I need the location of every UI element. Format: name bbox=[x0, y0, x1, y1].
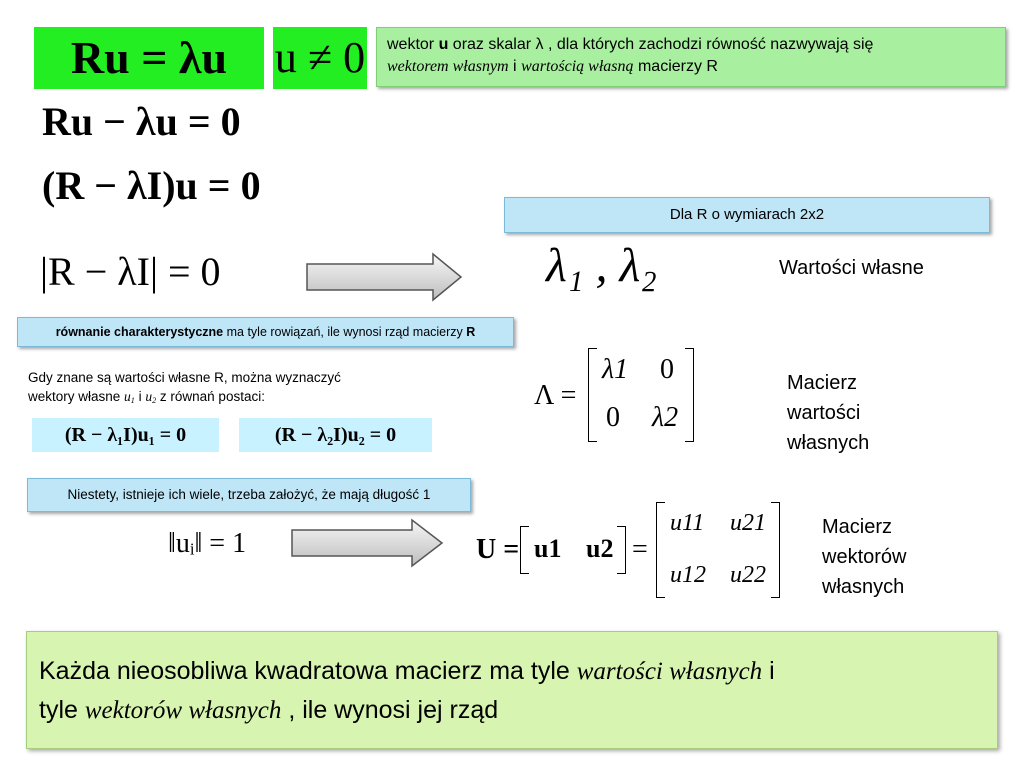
conclusion-text-1: Każda nieosobliwa kwadratowa macierz ma … bbox=[39, 657, 577, 685]
nonzero-condition-box: u ≠ 0 bbox=[273, 27, 367, 89]
characteristic-equation-text: |R − λI| = 0 bbox=[40, 249, 221, 294]
definition-text-2: oraz skalar λ , dla których zachodzi rów… bbox=[448, 36, 874, 53]
definition-text-1: wektor bbox=[387, 36, 439, 53]
u-matrix-label-line: własnych bbox=[822, 576, 905, 598]
u2-symbol: u bbox=[145, 389, 153, 404]
eigenvector-intro-text: Gdy znane są wartości własne R, można wy… bbox=[28, 368, 408, 410]
definition-callout: wektor u oraz skalar λ , dla których zac… bbox=[376, 27, 1006, 87]
lambda-matrix-label-line: wartości bbox=[787, 402, 861, 424]
eigenvalues-label: Wartości własne bbox=[779, 257, 924, 279]
characteristic-callout-text: ma tyle rowiązań, ile wynosi rząd macier… bbox=[223, 325, 467, 339]
characteristic-callout: równanie charakterystyczne ma tyle rowią… bbox=[17, 317, 514, 347]
eigenvector-intro-line2: wektory własne bbox=[28, 389, 125, 404]
right-arrow-icon bbox=[305, 252, 465, 302]
dimension-text: Dla R o wymiarach 2x2 bbox=[669, 206, 825, 223]
u-matrix-label: Macierz wektorów własnych bbox=[822, 512, 906, 602]
conclusion-box: Każda nieosobliwa kwadratowa macierz ma … bbox=[26, 631, 998, 749]
lambda-matrix-cell: λ2 bbox=[652, 402, 679, 433]
u-matrix: u11 u21 u12 u22 bbox=[656, 502, 780, 598]
lambda-matrix-cell: 0 bbox=[606, 402, 620, 433]
lambda-matrix-label-line: Macierz bbox=[787, 372, 858, 394]
u2-subscript: 2 bbox=[152, 396, 157, 406]
u-matrix-cell: u21 bbox=[730, 510, 766, 536]
characteristic-equation: |R − λI| = 0 bbox=[40, 248, 221, 295]
bracket-left bbox=[588, 348, 597, 442]
u1-symbol: u bbox=[124, 389, 131, 404]
eigenvector-equation-2: (R − λ₂I)u₂ = 0 bbox=[239, 418, 432, 452]
unit-length-callout: Niestety, istnieje ich wiele, trzeba zał… bbox=[27, 478, 471, 512]
conclusion-eigenvectors-term: wektorów własnych bbox=[84, 697, 282, 724]
lambda-matrix-label-line: własnych bbox=[787, 432, 870, 454]
u-matrix-label-line: Macierz bbox=[822, 516, 893, 538]
u-matrix-cell: u22 bbox=[730, 562, 766, 588]
nonzero-condition: u ≠ 0 bbox=[274, 33, 366, 82]
u-matrix-cell: u11 bbox=[670, 510, 705, 536]
norm-equation: ‖uᵢ‖ = 1 bbox=[168, 528, 247, 559]
u-matrix-equals: = bbox=[632, 534, 648, 565]
u-column: u2 bbox=[586, 534, 614, 563]
definition-vector-u: u bbox=[438, 36, 449, 53]
conclusion-eigenvalues-term: wartości własnych bbox=[576, 658, 763, 685]
bracket-right bbox=[685, 348, 694, 442]
bracket-left bbox=[520, 526, 529, 574]
conclusion-text-4: , ile wynosi jej rząd bbox=[281, 696, 499, 724]
dimension-callout: Dla R o wymiarach 2x2 bbox=[504, 197, 990, 233]
definition-eigenvalue-term: wartością własną bbox=[521, 58, 634, 75]
right-arrow-icon bbox=[290, 518, 445, 568]
bracket-left bbox=[656, 502, 665, 598]
equation-factored: (R − λI)u = 0 bbox=[42, 163, 261, 208]
characteristic-callout-bold: równanie charakterystyczne bbox=[55, 325, 224, 339]
unit-length-text: Niestety, istnieje ich wiele, trzeba zał… bbox=[67, 487, 431, 502]
eigen-equation-box: Ru = λu bbox=[34, 27, 264, 89]
u1-subscript: 1 bbox=[130, 396, 135, 406]
lambda-matrix-lhs: Λ = bbox=[534, 380, 577, 411]
u-matrix-lhs: U = bbox=[476, 534, 520, 565]
u-columns: u1 u2 bbox=[520, 526, 626, 574]
u-column: u1 bbox=[534, 534, 562, 563]
eigenvector-intro-line1: Gdy znane są wartości własne R, można wy… bbox=[28, 370, 341, 385]
bracket-right bbox=[771, 502, 780, 598]
definition-text-3: i bbox=[508, 58, 522, 75]
lambda-matrix-label: Macierz wartości własnych bbox=[787, 368, 869, 458]
eigenvector-intro-line2-end: z równań postaci: bbox=[156, 389, 265, 404]
eigenvector-equation-1-text: (R − λ₁I)u₁ = 0 bbox=[64, 424, 187, 446]
bracket-right bbox=[617, 526, 626, 574]
conclusion-text-3: tyle bbox=[39, 696, 85, 724]
lambda-matrix-cell: λ1 bbox=[602, 354, 629, 385]
eigenvector-equation-1: (R − λ₁I)u₁ = 0 bbox=[32, 418, 219, 452]
eigenvalues-symbols: λ₁ , λ₂ bbox=[546, 239, 657, 292]
eigen-equation: Ru = λu bbox=[70, 32, 228, 83]
conclusion-text-2: i bbox=[762, 657, 775, 685]
eigenvector-equation-2-text: (R − λ₂I)u₂ = 0 bbox=[274, 424, 397, 446]
lambda-matrix-cell: 0 bbox=[660, 354, 674, 385]
equation-rearranged: Ru − λu = 0 bbox=[42, 99, 241, 144]
definition-eigenvector-term: wektorem własnym bbox=[387, 58, 509, 75]
definition-text-4: macierzy R bbox=[633, 58, 718, 75]
u-matrix-cell: u12 bbox=[670, 562, 706, 588]
characteristic-callout-r: R bbox=[466, 325, 476, 339]
eigenvector-intro-and: i bbox=[134, 389, 146, 404]
u-matrix-label-line: wektorów bbox=[822, 546, 907, 568]
lambda-matrix: λ1 0 0 λ2 bbox=[588, 348, 694, 442]
